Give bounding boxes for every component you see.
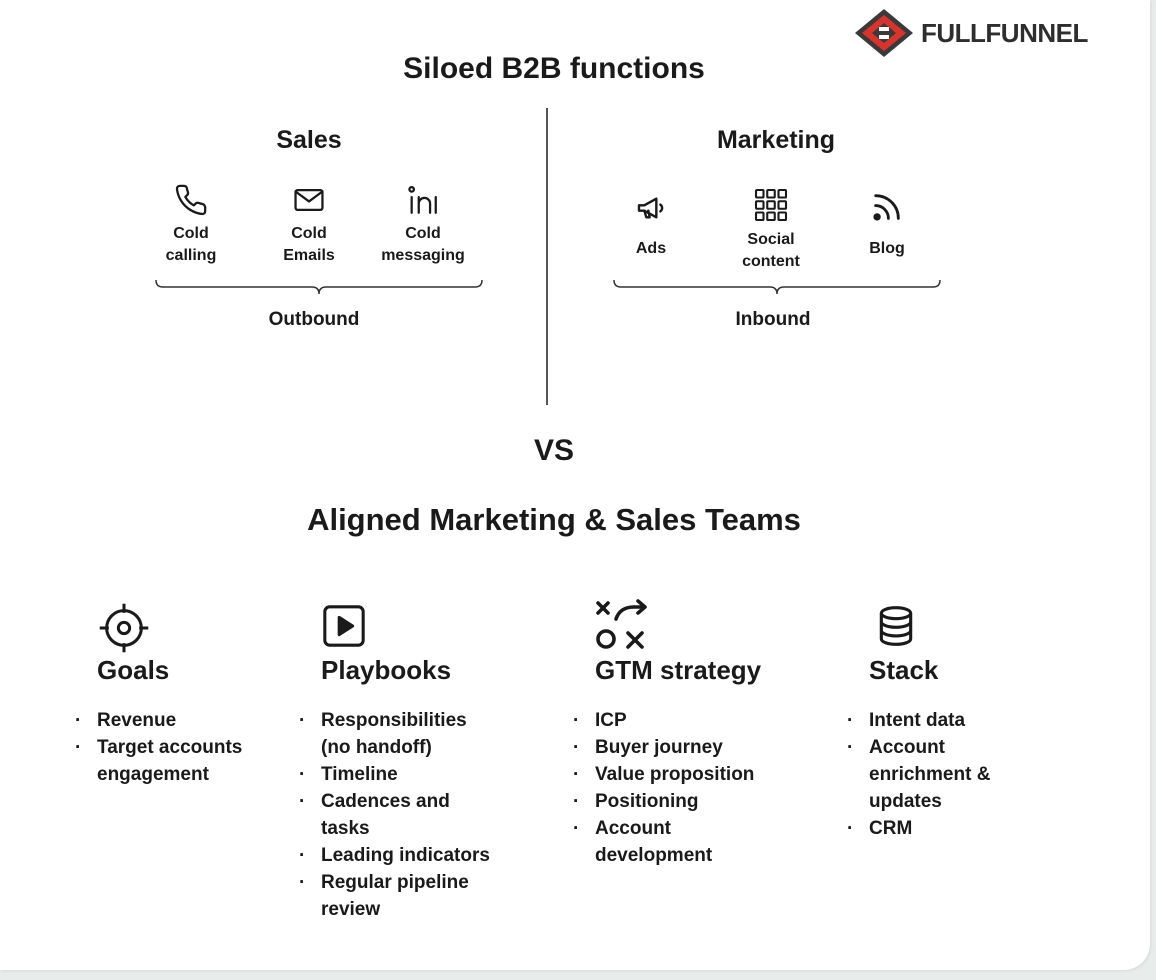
outbound-label: Outbound [268, 309, 360, 330]
aligned-title: Aligned Marketing & Sales Teams [307, 502, 801, 537]
inbound-label: Inbound [735, 309, 811, 330]
list-item: Intent data [847, 707, 1067, 734]
channel-cold-emails: Cold Emails [244, 183, 374, 267]
channel-label: Cold messaging [381, 225, 465, 264]
list-item: ICP [573, 707, 813, 734]
channel-social-content: Social content [706, 187, 836, 273]
list-item: Buyer journey [573, 734, 813, 761]
megaphone-icon [637, 197, 664, 219]
pillar-title: Playbooks [321, 655, 452, 685]
rss-icon [873, 194, 900, 221]
list-item: Regular pipeline review [299, 869, 539, 923]
column-divider [546, 108, 548, 405]
brand-name: FULLFUNNEL [921, 17, 1088, 48]
channel-label: Blog [869, 240, 905, 257]
stack-list: Intent data Account enrichment & updates… [847, 707, 1067, 842]
channel-cold-messaging: Cold messaging [358, 183, 488, 267]
fullfunnel-logo-icon [855, 9, 913, 57]
list-item: Cadences and tasks [299, 788, 539, 842]
list-item: Account development [573, 815, 813, 869]
target-icon [99, 603, 149, 653]
channel-cold-calling: Cold calling [126, 183, 256, 267]
mail-icon [294, 188, 324, 212]
brand-logo: FULLFUNNEL [853, 8, 1088, 58]
list-item: Value proposition [573, 761, 813, 788]
database-icon [879, 606, 913, 646]
list-item: Positioning [573, 788, 813, 815]
list-item: Target accounts engagement [75, 734, 285, 788]
channel-label: Ads [635, 240, 667, 257]
channel-label: Cold calling [165, 225, 217, 264]
list-item: CRM [847, 815, 1067, 842]
channel-label: Social content [742, 231, 800, 270]
grid-icon [754, 188, 788, 222]
pillar-title: Stack [869, 655, 939, 685]
inbound-brace [613, 279, 941, 295]
channel-blog: Blog [822, 190, 952, 260]
strategy-icon [596, 599, 647, 649]
pillar-title: GTM strategy [595, 655, 762, 685]
pillar-title: Goals [97, 655, 170, 685]
siloed-title: Siloed B2B functions [403, 52, 705, 85]
sales-title: Sales [276, 126, 342, 154]
channel-label: Cold Emails [283, 225, 335, 264]
list-item: Revenue [75, 707, 285, 734]
outbound-brace [155, 279, 483, 295]
channel-ads: Ads [586, 192, 716, 260]
list-item: Timeline [299, 761, 539, 788]
marketing-title: Marketing [716, 126, 836, 154]
phone-icon [175, 184, 207, 216]
list-item: Account enrichment & updates [847, 734, 1067, 815]
vs-label: VS [533, 434, 575, 467]
list-item: Leading indicators [299, 842, 539, 869]
playbooks-list: Responsibilities (no handoff) Timeline C… [299, 707, 539, 923]
linkedin-icon [408, 185, 437, 214]
goals-list: Revenue Target accounts engagement [75, 707, 285, 788]
play-icon [323, 605, 365, 647]
list-item: Responsibilities (no handoff) [299, 707, 539, 761]
gtm-list: ICP Buyer journey Value proposition Posi… [573, 707, 813, 869]
